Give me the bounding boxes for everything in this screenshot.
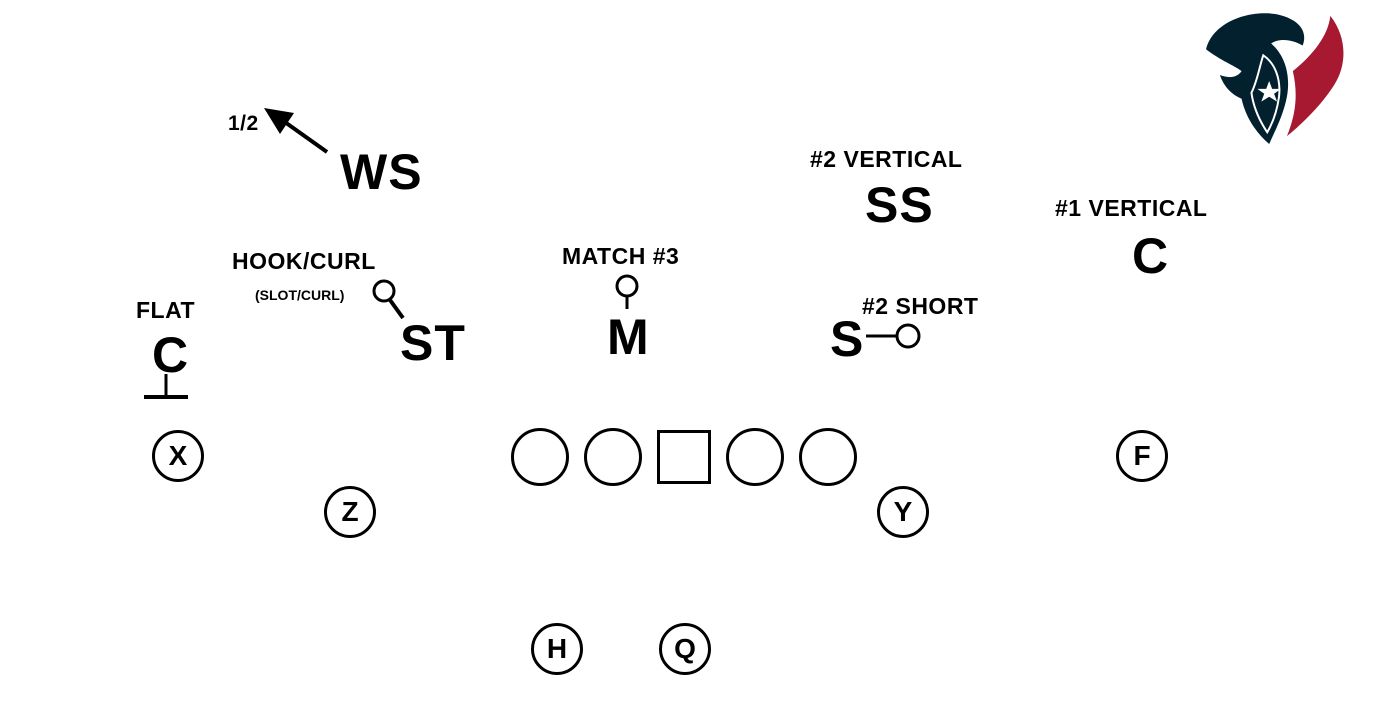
m-assignment-label: MATCH #3 [562,243,680,269]
offense-player-y: Y [877,486,929,538]
defender-ws: WS [340,144,423,200]
logo-red-horn [1286,15,1344,137]
st-hook-drop-line [388,298,405,320]
c-right-assignment-label: #1 VERTICAL [1055,195,1208,221]
ws-deep-half-arrow-shaft [280,118,329,154]
defender-ss: SS [865,177,934,233]
offensive-lineman-right-guard [726,428,784,486]
offense-player-f: F [1116,430,1168,482]
st-assignment-sublabel: (SLOT/CURL) [255,287,345,303]
logo-navy-head [1206,13,1305,145]
ws-deep-half-arrowhead [264,108,294,134]
c-left-assignment-label: FLAT [136,297,196,323]
s-short-drop-circle [895,323,921,349]
ws-assignment-label: 1/2 [228,112,259,135]
defender-c-left: C [152,327,190,383]
st-hook-drop-circle [372,279,396,303]
offense-player-h: H [531,623,583,675]
offense-player-x: X [152,430,204,482]
defender-c-right: C [1132,228,1170,284]
offensive-lineman-right-tackle [799,428,857,486]
offense-player-q: Q [659,623,711,675]
ss-assignment-label: #2 VERTICAL [810,146,963,172]
defender-m: M [607,309,650,365]
offensive-lineman-left-tackle [511,428,569,486]
star-icon [1257,80,1281,102]
s-assignment-label: #2 SHORT [862,293,979,319]
defender-st: ST [400,315,466,371]
st-assignment-label: HOOK/CURL [232,248,376,274]
offense-player-z: Z [324,486,376,538]
houston-texans-logo [1206,13,1344,145]
m-match-drop-circle [615,274,639,298]
offensive-lineman-left-guard [584,428,642,486]
defender-s: S [830,311,865,367]
offensive-center [657,430,711,484]
